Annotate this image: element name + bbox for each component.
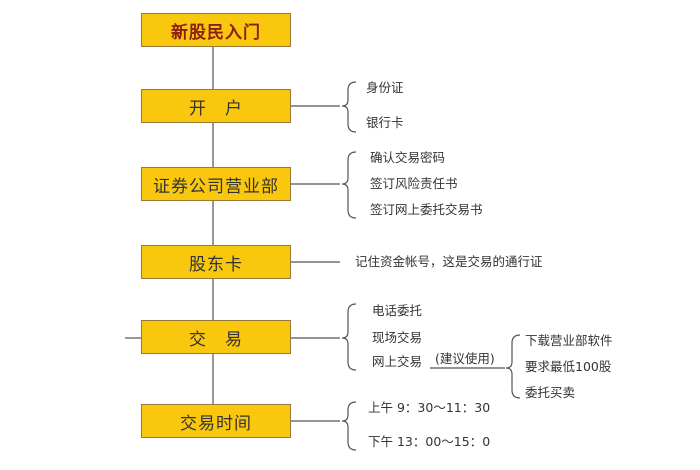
step-label: 股东卡 bbox=[189, 254, 243, 275]
step-box-new-investor: 新股民入门 bbox=[141, 13, 291, 47]
item-min-100-shares: 要求最低100股 bbox=[525, 359, 612, 374]
item-id-card: 身份证 bbox=[366, 80, 404, 95]
note-fund-account: 记住资金帐号，这是交易的通行证 bbox=[355, 254, 543, 269]
step-box-open-account: 开 户 bbox=[141, 89, 291, 123]
step-box-trade: 交 易 bbox=[141, 320, 291, 354]
step-box-brokerage: 证券公司营业部 bbox=[141, 167, 291, 201]
step-label: 证券公司营业部 bbox=[153, 176, 279, 197]
brace-open-account bbox=[341, 81, 357, 133]
brace-trade bbox=[341, 303, 357, 371]
item-online-agreement: 签订网上委托交易书 bbox=[370, 202, 483, 217]
item-download-software: 下载营业部软件 bbox=[525, 333, 613, 348]
recommend-label: (建议使用) bbox=[435, 351, 495, 366]
step-box-trade-time: 交易时间 bbox=[141, 404, 291, 438]
brace-brokerage bbox=[341, 151, 357, 219]
step-label: 交 易 bbox=[189, 329, 243, 350]
item-afternoon-session: 下午 13：00～15：0 bbox=[368, 434, 491, 449]
item-place-orders: 委托买卖 bbox=[525, 385, 576, 400]
item-risk-agreement: 签订风险责任书 bbox=[370, 176, 458, 191]
item-confirm-password: 确认交易密码 bbox=[370, 150, 446, 165]
item-phone-trade: 电话委托 bbox=[372, 303, 423, 318]
step-label: 新股民入门 bbox=[171, 22, 261, 43]
step-label: 交易时间 bbox=[180, 413, 252, 434]
item-bank-card: 银行卡 bbox=[366, 115, 404, 130]
brace-trade-time bbox=[341, 401, 357, 451]
step-box-shareholder-card: 股东卡 bbox=[141, 245, 291, 279]
item-morning-session: 上午 9：30～11：30 bbox=[368, 400, 491, 415]
item-online-trade: 网上交易 bbox=[372, 354, 423, 369]
brace-online bbox=[505, 334, 521, 399]
step-label: 开 户 bbox=[189, 98, 243, 119]
item-onsite-trade: 现场交易 bbox=[372, 330, 423, 345]
